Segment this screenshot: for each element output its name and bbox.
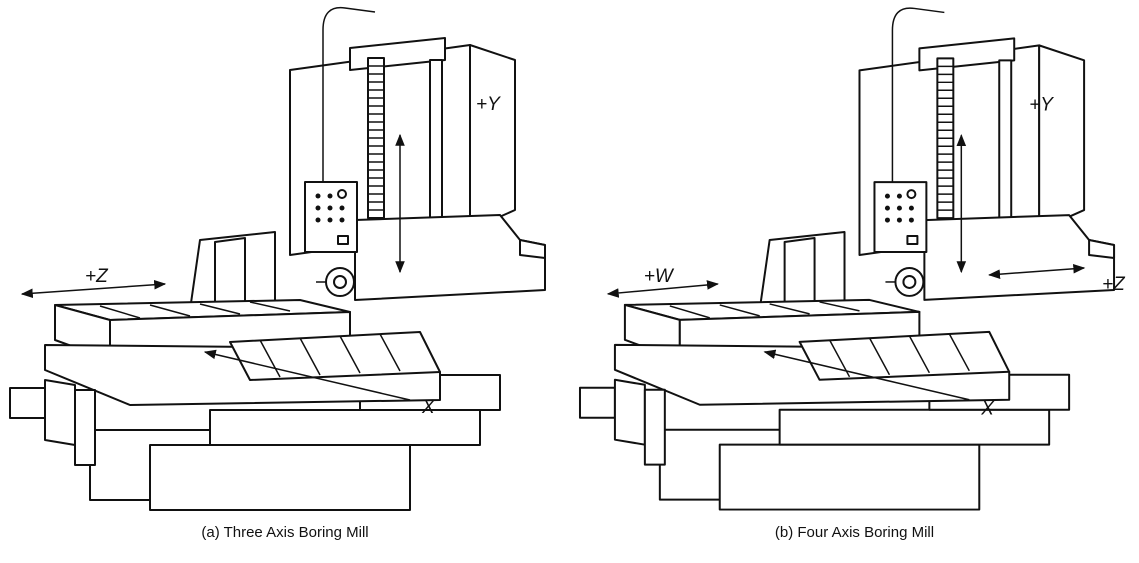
x-axis-arrow	[203, 349, 411, 401]
x-axis-label: X	[421, 397, 436, 418]
panel-four-axis: +Y +W +Z X (b) Four Axis Boring Mill	[570, 0, 1139, 563]
z-axis-label: +Z	[85, 266, 109, 287]
machine-base	[658, 373, 1071, 511]
cable	[891, 7, 945, 186]
x-axis-arrow	[763, 349, 970, 401]
y-axis-label: +Y	[1029, 94, 1054, 115]
y-axis-label: +Y	[476, 94, 501, 115]
spindle-z-axis-arrow	[988, 263, 1086, 279]
caption-three-axis: (a) Three Axis Boring Mill	[201, 524, 369, 541]
w-axis-arrow	[606, 280, 719, 298]
lead-screw	[936, 57, 955, 220]
lead-screw	[367, 57, 385, 219]
machine-base	[89, 374, 501, 511]
control-pendant	[873, 181, 928, 254]
cable	[322, 6, 376, 185]
handwheel	[9, 379, 96, 466]
four-axis-boring-mill-drawing: +Y +W +Z X	[578, 7, 1126, 511]
panel-three-axis: +Y +Z X (a) Three Axis Boring Mill	[9, 6, 546, 541]
spindle-z-axis-label: +Z	[1102, 274, 1126, 295]
w-axis-label: +W	[644, 266, 675, 287]
angle-plate	[758, 231, 846, 311]
control-pendant	[304, 181, 358, 253]
saddle	[613, 330, 1011, 406]
caption-four-axis: (b) Four Axis Boring Mill	[774, 524, 935, 541]
saddle	[44, 331, 441, 406]
handwheel	[578, 378, 666, 466]
x-axis-label: X	[980, 399, 995, 420]
z-axis-arrow	[20, 279, 167, 299]
angle-plate	[189, 231, 276, 311]
three-axis-boring-mill-drawing: +Y +Z X	[9, 6, 546, 511]
